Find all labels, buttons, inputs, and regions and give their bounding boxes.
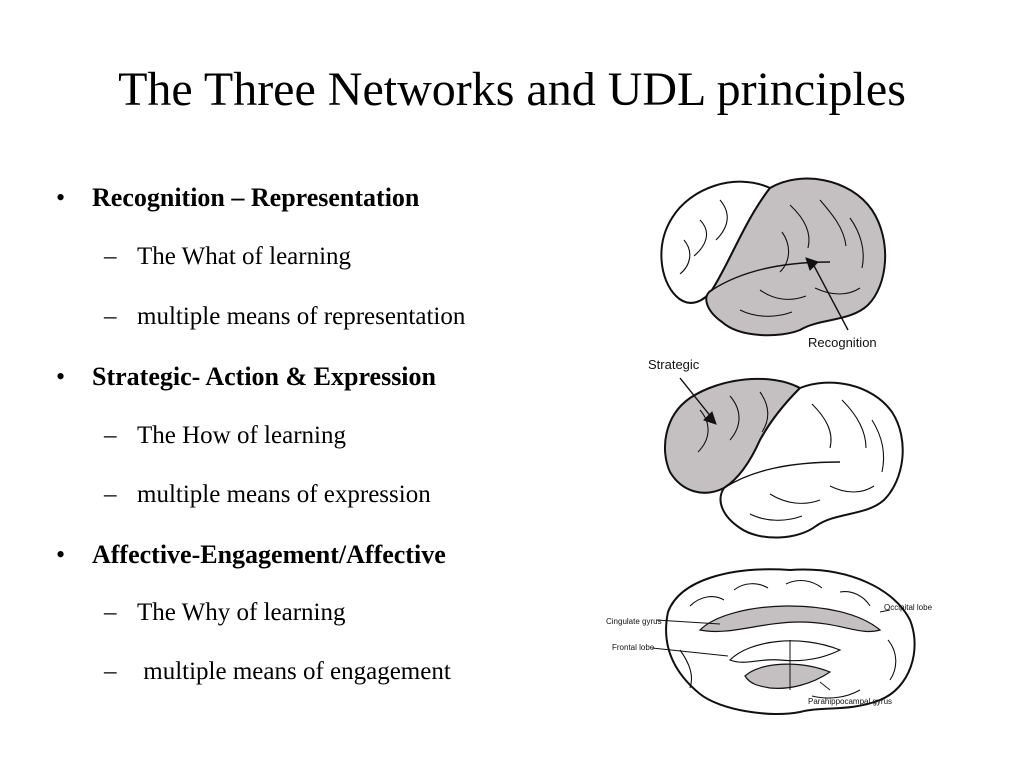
dash-marker: –: [104, 481, 117, 508]
strategic-brain: [663, 377, 904, 539]
strategic-brain-white-region: [719, 381, 904, 539]
bullet-dot: •: [56, 183, 66, 212]
subitem-text: The What of learning: [137, 243, 352, 270]
recognition-arrow: [811, 261, 849, 331]
subitem-text: multiple means of engagement: [137, 658, 451, 685]
frontal-lobe-label: Frontal lobe: [612, 643, 655, 652]
dash-marker: –: [104, 303, 117, 330]
parahippocampal-gyrus-label: Parahippocampal gyrus: [808, 697, 892, 706]
cingulate-gyrus-label: Cingulate gyrus: [606, 617, 662, 626]
dash-marker: –: [104, 599, 117, 626]
bullet-dot: •: [56, 540, 66, 569]
bullet-label: Recognition – Representation: [92, 183, 420, 212]
subitem-text: multiple means of expression: [137, 481, 431, 508]
bullet-dot: •: [56, 362, 66, 391]
subitem-text: The How of learning: [137, 422, 346, 449]
bullet-label: Affective-Engagement/Affective: [92, 540, 446, 569]
strategic-arrow: [679, 377, 713, 419]
bullet-label: Strategic- Action & Expression: [92, 362, 436, 391]
slide-title: The Three Networks and UDL principles: [118, 63, 906, 116]
dash-marker: –: [104, 243, 117, 270]
dash-marker: –: [104, 422, 117, 449]
subitem-text: The Why of learning: [137, 599, 346, 626]
dash-marker: –: [104, 658, 117, 685]
affective-brain: [651, 568, 916, 715]
occipital-lobe-label: Occipital lobe: [884, 603, 933, 612]
recognition-label: Recognition: [808, 335, 877, 350]
strategic-label: Strategic: [648, 357, 700, 372]
subitem-text: multiple means of representation: [137, 303, 466, 330]
recognition-brain: [660, 177, 887, 337]
